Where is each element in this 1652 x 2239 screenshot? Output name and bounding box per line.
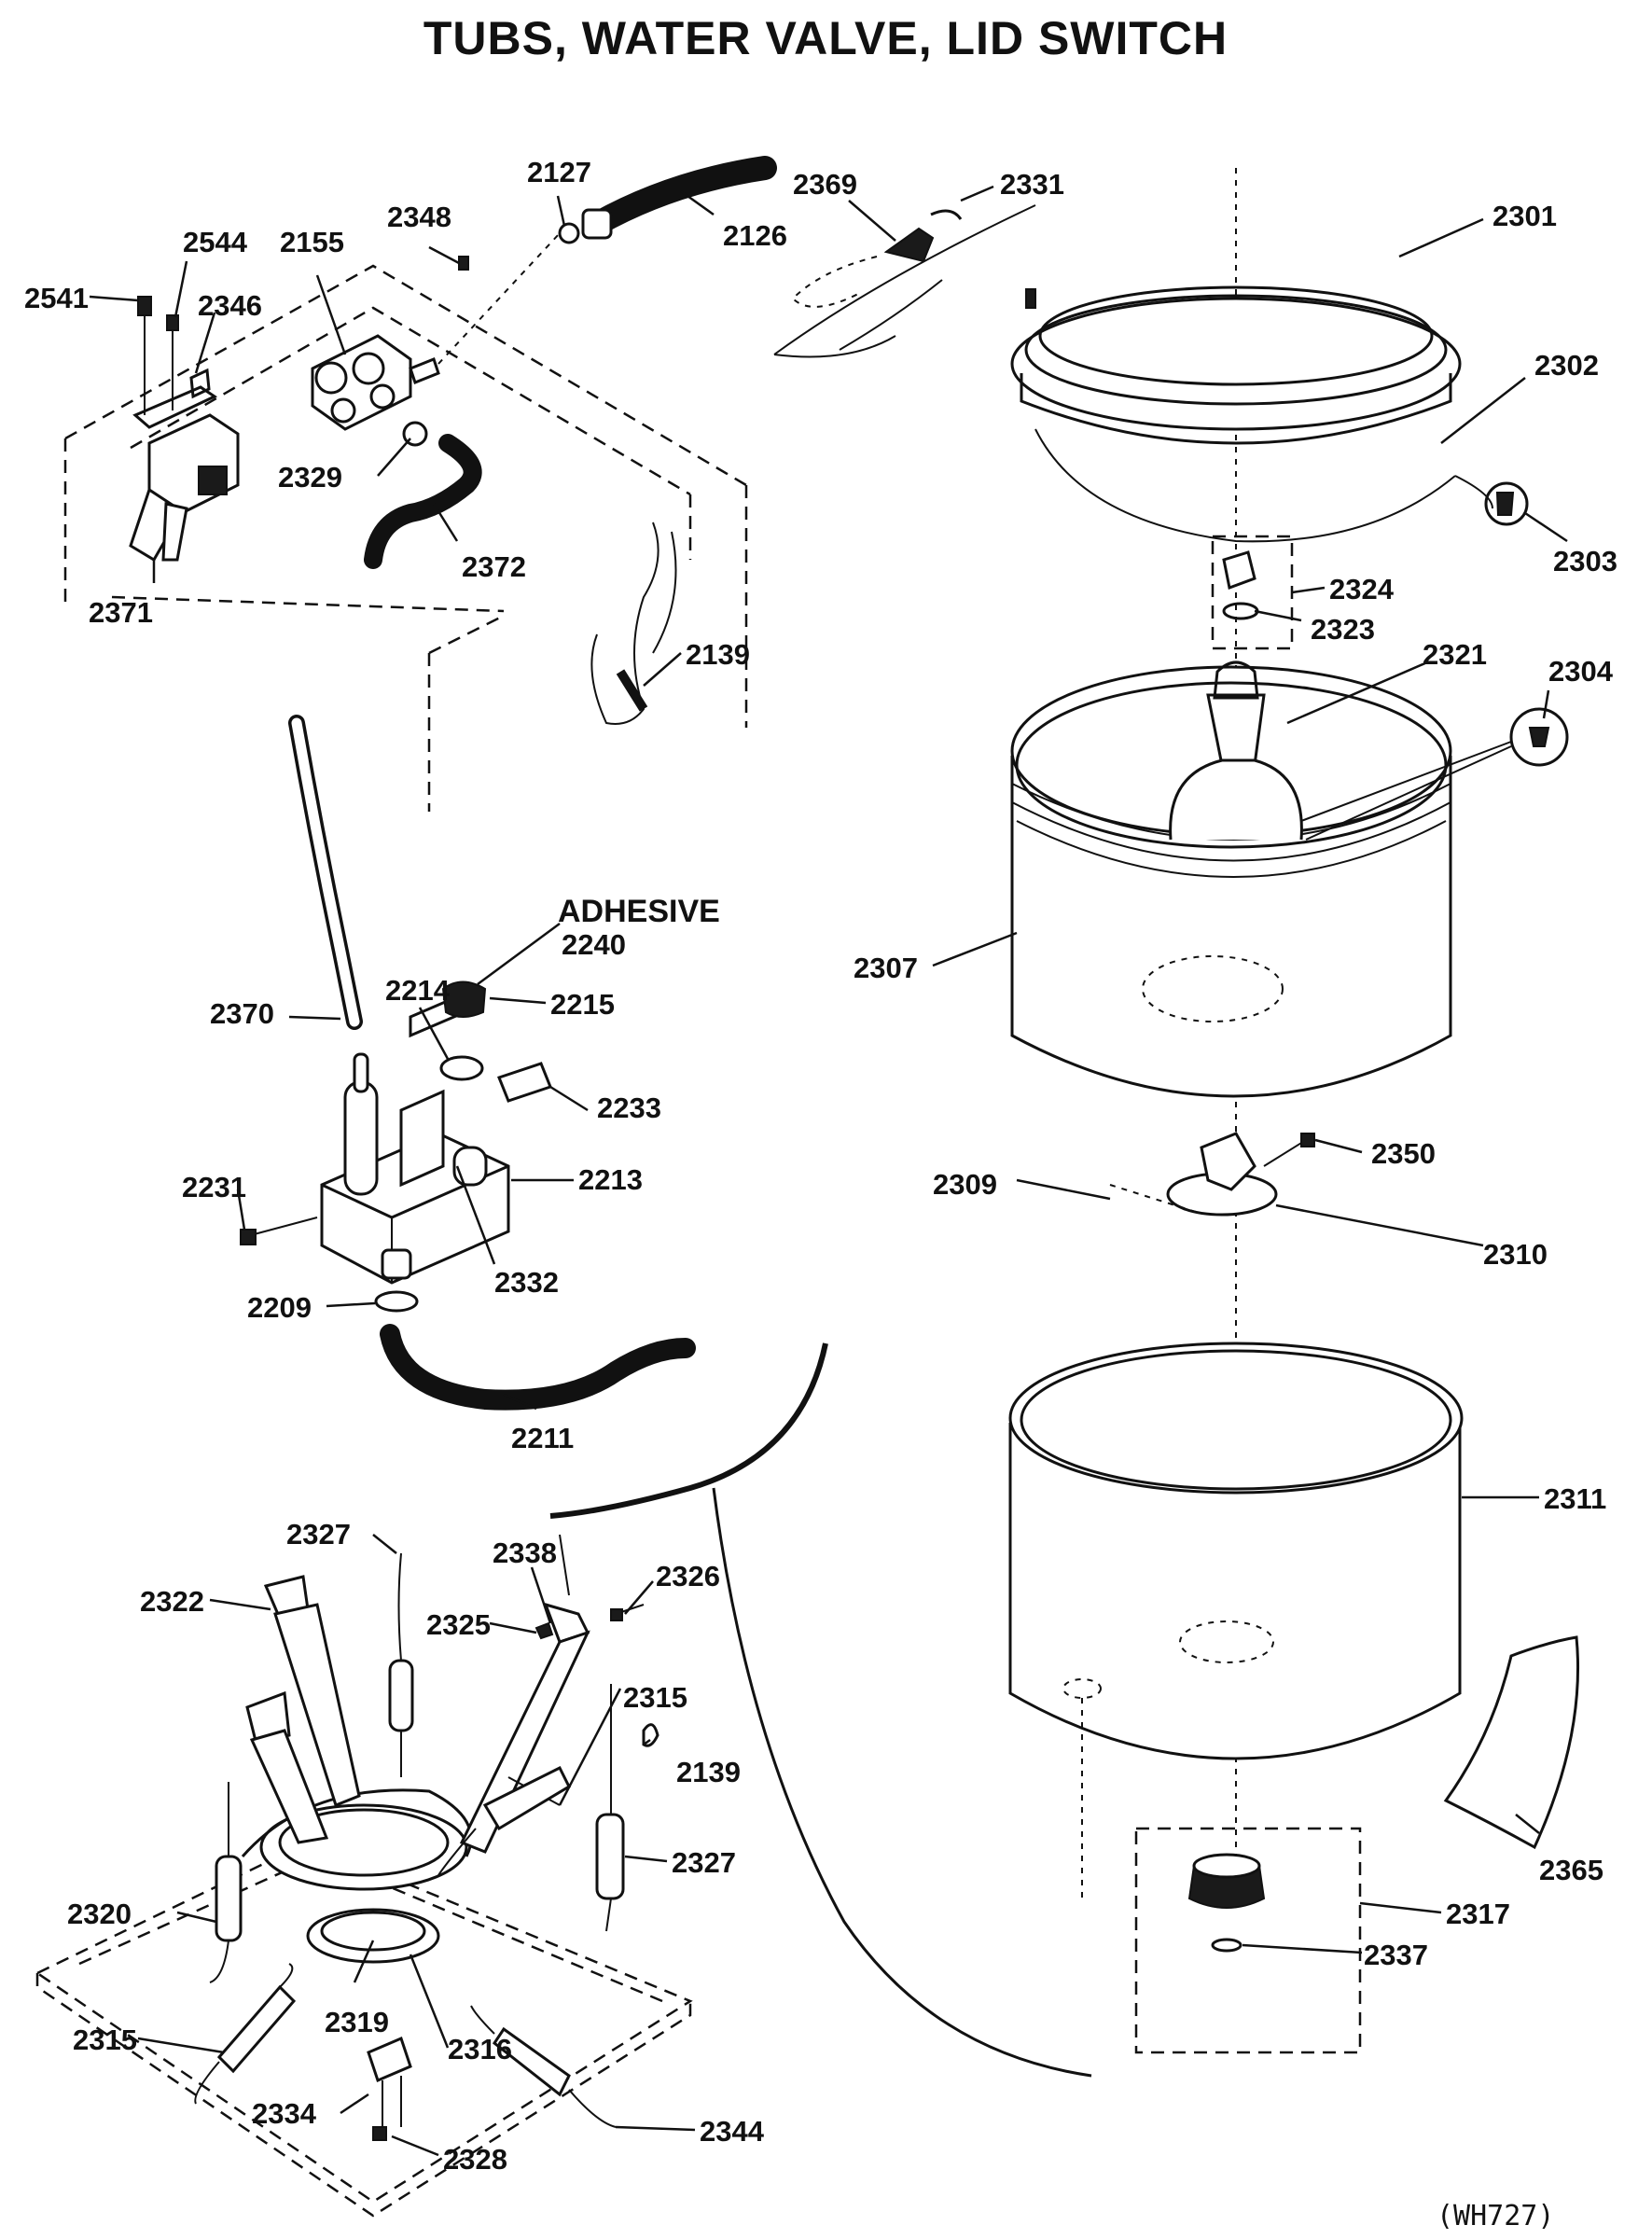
callout-2303: 2303 <box>1553 545 1617 577</box>
callout-2127: 2127 <box>527 156 591 188</box>
callout-2311: 2311 <box>1544 1482 1606 1515</box>
valve-hose <box>364 434 482 569</box>
callout-2301: 2301 <box>1492 200 1557 232</box>
callout-2372: 2372 <box>462 550 526 583</box>
cabinet-top-outline <box>63 264 748 812</box>
callout-2325: 2325 <box>426 1608 491 1641</box>
water-valve <box>311 232 561 447</box>
tub-ring <box>1010 285 1529 543</box>
callout-2332: 2332 <box>494 1266 559 1299</box>
callout-2328: 2328 <box>443 2143 507 2176</box>
callout-2329: 2329 <box>278 461 342 494</box>
callout-2302: 2302 <box>1534 349 1599 382</box>
callout-2139-upper: 2139 <box>686 638 750 671</box>
callout-2365: 2365 <box>1539 1854 1603 1886</box>
callout-2371: 2371 <box>89 596 153 629</box>
callout-2350: 2350 <box>1371 1137 1436 1170</box>
hose-connector <box>791 209 963 308</box>
callout-2319: 2319 <box>325 2006 389 2038</box>
callout-2541: 2541 <box>24 282 89 314</box>
suspension-base <box>35 1534 693 2218</box>
callout-2337: 2337 <box>1364 1939 1428 1971</box>
callout-2370: 2370 <box>210 997 274 1030</box>
callout-2321: 2321 <box>1423 638 1487 671</box>
callout-2309: 2309 <box>933 1168 997 1201</box>
lid-switch-assembly <box>129 296 240 563</box>
callout-2315-upper: 2315 <box>623 1681 687 1714</box>
leader-lines <box>89 185 1568 2157</box>
callout-2307: 2307 <box>854 952 918 984</box>
callout-2544: 2544 <box>183 226 248 258</box>
callout-2324: 2324 <box>1329 573 1395 605</box>
callout-2304: 2304 <box>1548 655 1614 688</box>
callout-2338: 2338 <box>493 1537 557 1569</box>
callout-labels: 2541 2544 2155 2346 2348 2127 2126 2369 … <box>24 156 1617 2176</box>
drive-nut <box>1134 1827 1362 2054</box>
callout-2320: 2320 <box>67 1898 132 1930</box>
drawing-code: (WH727) <box>1437 2200 1554 2232</box>
callout-2348: 2348 <box>387 201 451 233</box>
callout-2327-lower: 2327 <box>672 1846 736 1879</box>
callout-2322: 2322 <box>140 1585 204 1618</box>
callout-2326: 2326 <box>656 1560 720 1592</box>
callout-2240: 2240 <box>562 928 626 961</box>
callout-2346: 2346 <box>198 289 262 322</box>
callout-2155: 2155 <box>280 226 344 258</box>
hub-nut <box>1211 535 1294 650</box>
basket-coupling <box>1109 1132 1315 1217</box>
callout-2233: 2233 <box>597 1092 661 1124</box>
callout-2126: 2126 <box>723 219 787 252</box>
callout-2213: 2213 <box>578 1163 643 1196</box>
callout-2315-lower: 2315 <box>73 2023 137 2056</box>
callout-2331: 2331 <box>1000 168 1064 201</box>
callout-2344: 2344 <box>700 2115 765 2148</box>
callout-2310: 2310 <box>1483 1238 1548 1271</box>
drain-hose <box>374 1290 696 1411</box>
callout-2211: 2211 <box>511 1422 574 1454</box>
siphon-break <box>240 980 552 1285</box>
outer-tub <box>1008 1342 1579 1903</box>
callout-2214: 2214 <box>385 974 451 1007</box>
cabinet-clip <box>590 522 677 725</box>
wash-basket <box>1010 661 1569 1098</box>
callout-2231: 2231 <box>182 1171 246 1203</box>
callout-2323: 2323 <box>1311 613 1375 646</box>
callout-2369: 2369 <box>793 168 857 201</box>
callout-2327-upper: 2327 <box>286 1518 351 1551</box>
adhesive-note: ADHESIVE <box>558 894 720 929</box>
callout-2317: 2317 <box>1446 1898 1510 1930</box>
diagram-title: TUBS, WATER VALVE, LID SWITCH <box>423 12 1228 64</box>
inlet-hose <box>558 156 777 244</box>
callout-2139-lower: 2139 <box>676 1756 741 1788</box>
callout-2215: 2215 <box>550 988 615 1021</box>
callout-2334: 2334 <box>252 2097 317 2130</box>
outer-cabinet-edge <box>549 1342 828 1519</box>
callout-2316: 2316 <box>448 2033 512 2065</box>
callout-2209: 2209 <box>247 1291 312 1324</box>
